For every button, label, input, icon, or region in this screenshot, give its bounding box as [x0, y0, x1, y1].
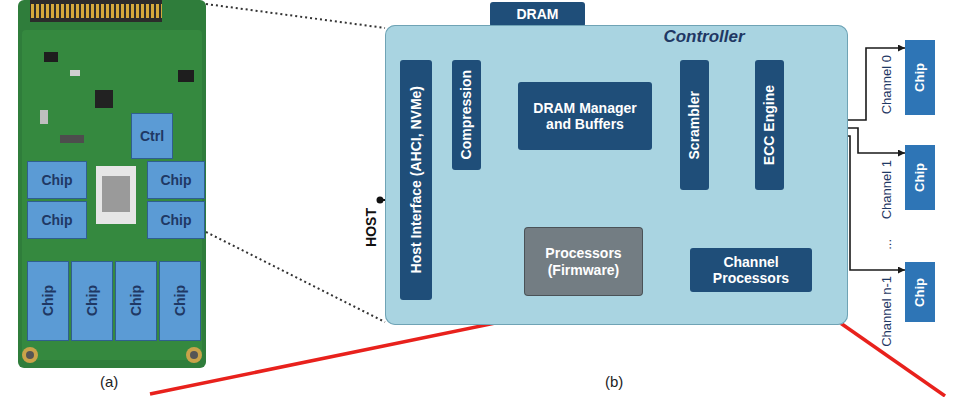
- interface-box: Host Interface (AHCI, NVMe): [400, 60, 432, 300]
- ellipsis-label: ...: [880, 239, 895, 250]
- node-text: Channel Processors: [695, 254, 807, 286]
- node-text: Chip: [913, 278, 928, 307]
- node-text: Controller: [663, 27, 744, 47]
- smd-part: [60, 135, 84, 143]
- flash-chip-box: Chip: [72, 262, 112, 340]
- highlight-dashed-box: [505, 70, 670, 162]
- node-text: Chip: [172, 285, 188, 316]
- screw-hole: [26, 351, 34, 359]
- node-text: Host Interface (AHCI, NVMe): [408, 86, 424, 273]
- node-text: DRAM Manager and Buffers: [523, 100, 647, 132]
- controller-block: ControllerHost Interface (AHCI, NVMe) Com…: [385, 25, 848, 325]
- dram-box: DRAM: [490, 2, 585, 27]
- label-holder: Channel 1: [880, 160, 895, 223]
- smd-part: [95, 90, 113, 108]
- sata-connector: [30, 0, 162, 22]
- label-holder: (a): [100, 373, 118, 391]
- smd-part: [70, 70, 80, 76]
- screw-hole: [190, 351, 198, 359]
- node-text: Chip: [40, 285, 56, 316]
- process-box: DRAM Manager and Buffers: [518, 82, 652, 150]
- flash-chip-box: Chip: [160, 262, 200, 340]
- node-text: Chip: [41, 172, 72, 188]
- process-box: Scrambler: [680, 60, 709, 190]
- channel-label: Channel 0: [880, 55, 895, 114]
- label-holder: ...: [880, 236, 895, 254]
- node-text: Chip: [913, 163, 928, 192]
- screw-hole: [186, 347, 202, 363]
- processor-box: Processors (Firmware): [525, 228, 642, 295]
- node-text: Compression: [458, 70, 474, 159]
- zoom-line: [206, 232, 385, 322]
- smd-part: [44, 52, 58, 62]
- flash-chip-box: Chip: [28, 202, 86, 238]
- node-text: Processors (Firmware): [530, 245, 637, 277]
- node-text: Chip: [41, 212, 72, 228]
- node-text: Chip: [84, 285, 100, 316]
- flash-chip-box: Chip: [116, 262, 156, 340]
- label-holder: Channel n-1: [880, 276, 895, 351]
- host-dot: [377, 197, 384, 204]
- barcode: [102, 176, 130, 212]
- flash-chip-box: Chip: [28, 162, 86, 198]
- ssd-board: [18, 0, 206, 368]
- flash-chip-box: Chip: [148, 162, 204, 198]
- node-text: Chip: [128, 285, 144, 316]
- process-box: ECC Engine: [755, 60, 784, 190]
- node-text: Ctrl: [140, 128, 164, 144]
- channel-label: Channel n-1: [880, 276, 895, 347]
- label-holder: (b): [605, 373, 623, 391]
- panel-label: (b): [605, 373, 623, 390]
- node-text: ECC Engine: [761, 85, 777, 165]
- screw-hole: [22, 347, 38, 363]
- node-text: Scrambler: [686, 91, 702, 159]
- process-box: Compression: [452, 60, 481, 170]
- flash-chip-box: Chip: [28, 262, 68, 340]
- flash-chip-box: Chip: [905, 145, 935, 210]
- smd-part: [40, 110, 48, 124]
- label-holder: HOST: [363, 208, 379, 251]
- flash-chip-box: Chip: [905, 40, 935, 115]
- barcode-sticker: [96, 166, 136, 224]
- label-holder: Channel 0: [880, 55, 895, 118]
- controller-chip-box: Ctrl: [132, 114, 172, 158]
- port-label: HOST: [363, 208, 379, 247]
- node-text: DRAM: [517, 6, 559, 22]
- node-text: Chip: [160, 172, 191, 188]
- node-text: Chip: [913, 63, 928, 92]
- process-box: Channel Processors: [690, 248, 812, 292]
- flash-chip-box: Chip: [905, 262, 935, 322]
- flash-chip-box: Chip: [148, 202, 204, 238]
- smd-part: [178, 70, 194, 82]
- node-text: Chip: [160, 212, 191, 228]
- channel-label: Channel 1: [880, 160, 895, 219]
- panel-label: (a): [100, 373, 118, 390]
- zoom-line: [206, 4, 385, 28]
